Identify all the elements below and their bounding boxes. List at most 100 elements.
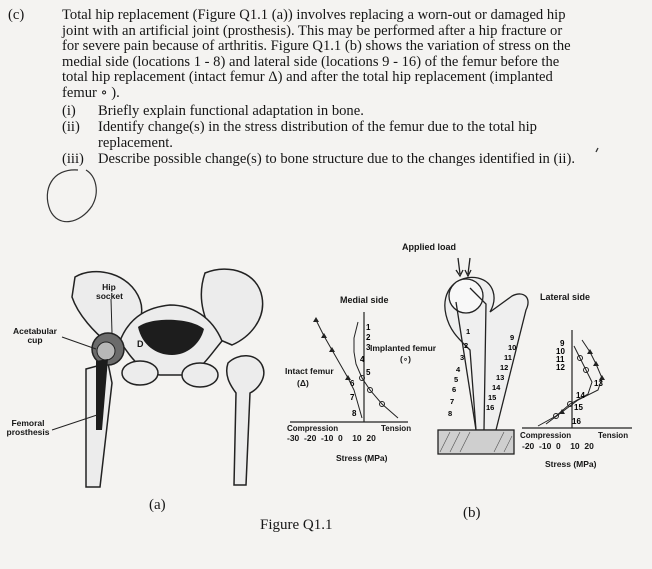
question-line: Total hip replacement (Figure Q1.1 (a)) … [62,7,566,23]
sub-question-ii-continued: replacement. [98,135,173,151]
medial-implanted-point [359,375,365,381]
femur-location-number: 5 [454,375,458,384]
femur-location-number: 2 [464,341,468,350]
medial-intact-point [313,317,319,322]
sub-question-number: (i) [62,103,76,119]
sub-question-ii: (ii) Identify change(s) in the stress dis… [62,119,642,136]
lateral-implanted-point [583,367,589,373]
sub-question-number: (iii) [62,151,84,167]
lateral-location-label: 13 [594,379,603,388]
medial-location-label: 8 [352,409,357,418]
medial-tick-labels: -30 -20 -10 0 10 20 [287,433,376,443]
lateral-implanted-point [567,401,573,407]
femur-location-number: 7 [450,397,454,406]
figure-b-stress-diagram: 1 2 3 4 5 6 7 8 [290,257,632,455]
femur-numbers-right: 9 10 11 12 13 14 15 16 [486,333,516,412]
lateral-location-label: 14 [576,391,585,400]
femur-drawing [437,257,529,455]
femoral-prosthesis-label: Femoral prosthesis [4,419,52,437]
medial-location-labels: 1 2 3 4 5 6 7 8 [350,323,371,418]
femur-location-number: 13 [496,373,504,382]
medial-location-label: 6 [350,379,355,388]
implanted-femur-symbol: (∘) [400,354,411,364]
hip-socket-label-line: Hip [102,282,116,292]
femur-location-number: 6 [452,385,456,394]
lateral-tension-label: Tension [598,431,629,440]
medial-location-label: 1 [366,323,371,332]
medial-location-label: 2 [366,333,371,342]
hip-socket-label-line: socket [96,291,123,301]
lateral-location-label: 11 [556,355,565,364]
femur-location-number: 12 [500,363,508,372]
lateral-intact-point [587,349,593,354]
applied-load-label: Applied load [402,242,456,252]
question-body: Total hip replacement (Figure Q1.1 (a)) … [62,7,638,102]
figure-a-hip-illustration [51,268,265,488]
lateral-location-label: 16 [572,417,581,426]
medial-chart: 1 2 3 4 5 6 7 8 [290,312,408,423]
figure-a-panel-label: (a) [149,497,166,513]
sub-question-number: (ii) [62,119,80,135]
medial-stress-axis-label: Stress (MPa) [336,453,388,463]
lateral-tick-labels: -20 -10 0 10 20 [522,441,594,451]
lateral-location-label: 15 [574,403,583,412]
lateral-stress-axis-label: Stress (MPa) [545,459,597,469]
figure-b-panel-label: (b) [463,505,481,521]
acetabular-cup-label: Acetabular cup [8,327,62,345]
medial-compression-label: Compression [287,424,339,433]
lateral-compression-label: Compression [520,431,572,440]
hip-socket-label: Hip socket [96,282,123,301]
femoral-prosthesis-label-line: prosthesis [6,427,50,437]
question-line: total hip replacement (intact femur Δ) a… [62,69,553,86]
medial-intact-point [329,347,335,352]
acetabular-cup-label-line: Acetabular [13,326,57,336]
sub-question-text: Describe possible change(s) to bone stru… [98,151,575,167]
medial-location-label: 7 [350,393,355,402]
figure-caption: Figure Q1.1 [260,517,333,533]
femur-location-number: 14 [492,383,501,392]
acetabular-cup-label-line: cup [27,335,43,345]
lateral-location-label: 12 [556,363,565,372]
medial-tension-label: Tension [381,424,412,433]
lateral-location-label: 10 [556,347,565,356]
intact-femur-symbol: (Δ) [297,378,309,388]
sub-question-text: Identify change(s) in the stress distrib… [98,119,537,135]
lateral-intact-point [559,409,565,414]
femur-location-number: 3 [460,353,464,362]
question-marker: (c) [8,7,25,23]
lateral-location-label: 9 [560,339,565,348]
medial-location-label: 5 [366,368,371,377]
femoral-prosthesis-label-line: Femoral [11,418,45,428]
femur-location-number: 15 [488,393,496,402]
lateral-implanted-point [553,413,559,419]
femur-location-number: 4 [456,365,461,374]
medial-implanted-point [379,401,385,407]
lateral-side-title: Lateral side [540,292,591,302]
medial-intact-point [321,333,327,338]
lateral-chart: 9 10 11 12 13 14 15 16 [522,330,632,429]
femur-location-number: 10 [508,343,516,352]
femur-location-number: 16 [486,403,494,412]
implanted-femur-label: Implanted femur [370,343,437,353]
femur-location-number: 9 [510,333,514,342]
medial-side-title: Medial side [340,295,389,305]
femur-numbers-left: 1 2 3 4 5 6 7 8 [448,327,470,418]
medial-implanted-point [367,387,373,393]
question-line: femur ∘ ). [62,84,120,101]
femur-location-number: 1 [466,327,470,336]
sub-question-text: Briefly explain functional adaptation in… [98,103,364,119]
lateral-implanted-point [577,355,583,361]
question-line: for severe pain because of arthritis. Fi… [62,38,571,55]
question-line: joint with an artificial joint (prosthes… [62,22,563,39]
label-d: D [137,339,144,349]
femur-location-number: 11 [504,353,512,362]
lateral-intact-point [599,375,605,380]
medial-location-label: 4 [360,355,365,364]
femur-location-number: 8 [448,409,452,418]
intact-femur-label: Intact femur [285,366,334,376]
lateral-intact-point [593,361,599,366]
sub-question-i: (i) Briefly explain functional adaptation… [62,103,642,120]
medial-intact-point [345,375,351,380]
